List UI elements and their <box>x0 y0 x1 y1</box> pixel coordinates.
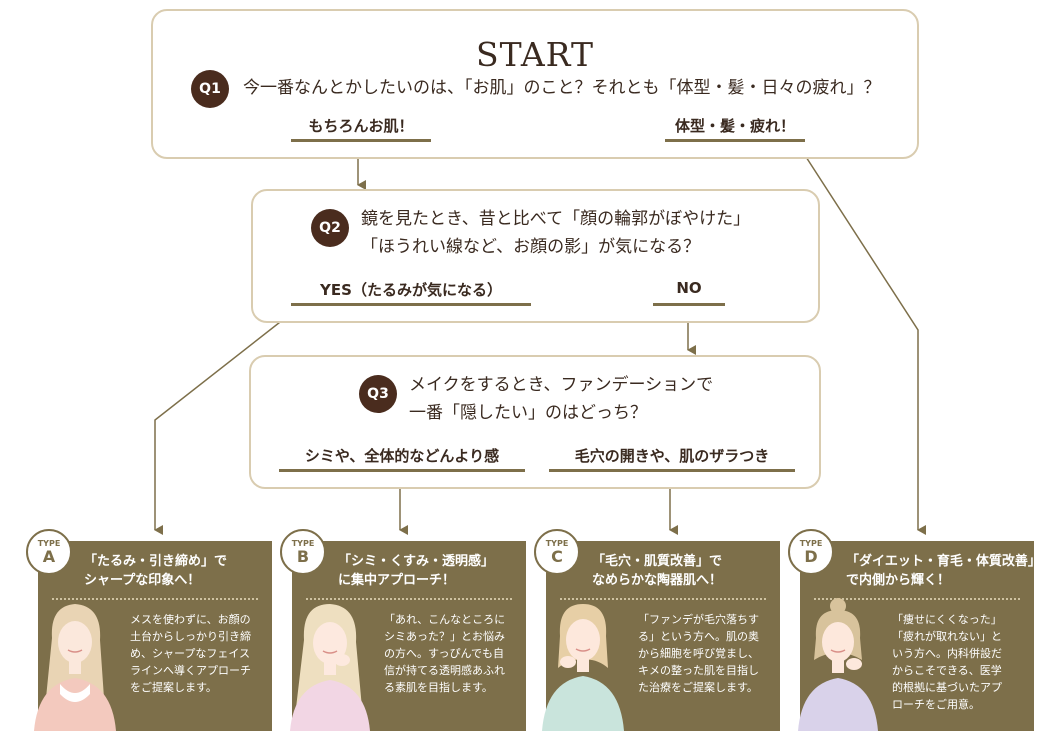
q1-answer-body: 体型・髪・疲れ！ <box>674 117 795 135</box>
type-c-divider <box>560 598 766 600</box>
type-c-heading: 「毛穴・肌質改善」で なめらかな陶器肌へ！ <box>592 552 722 590</box>
q2-box: Q2 鏡を見たとき、昔と比べて「顔の輪郭がぼやけた」 「ほうれい線など、お顔の影… <box>251 189 820 323</box>
arrow-q2-to-type-a <box>154 307 299 535</box>
type-a-description: メスを使わずに、お顔の 土台からしっかり引き締 め、シャープなフェイス ラインへ… <box>130 613 251 694</box>
type-b-badge-letter: B <box>296 547 310 566</box>
type-a-heading-line1: 「たるみ・引き締め」で <box>84 554 228 569</box>
q1-question: 今一番なんとかしたいのは、「お肌」のこと？それとも「体型・髪・日々の疲れ」？ <box>243 78 881 98</box>
q2-question-line2: 「ほうれい線など、お顔の影」が気になる？ <box>361 237 701 257</box>
q3-answer-pores-underline <box>549 469 795 472</box>
q1-answer-skin-underline <box>291 139 431 142</box>
type-b-woman-illustration <box>290 604 370 731</box>
type-d-divider <box>814 598 1020 600</box>
type-a-badge: TYPE A <box>26 529 72 575</box>
q1-answer-skin: もちろんお肌！ <box>308 117 414 135</box>
type-a-heading-line2: シャープな印象へ！ <box>84 573 201 588</box>
type-c-badge: TYPE C <box>534 529 580 575</box>
q2-answer-no-underline <box>653 303 725 306</box>
type-d-woman-illustration <box>798 598 878 731</box>
type-b-description: 「あれ、こんなところに シミあった？」とお悩み の方へ。すっぴんでも自 信が持て… <box>384 613 506 694</box>
q3-answer-spots: シミや、全体的などんより感 <box>304 447 500 465</box>
q2-answer-no: NO <box>676 279 702 297</box>
arrow-q1-to-type-d <box>796 142 926 535</box>
q3-question-line2: 一番「隠したい」のはどっち？ <box>409 403 647 423</box>
type-c-badge-label: TYPE <box>545 539 569 548</box>
type-c-heading-line2: なめらかな陶器肌へ！ <box>592 573 723 588</box>
type-d-description: 「痩せにくくなった」 「疲れが取れない」と いう方へ。内科併設だ からこそできる… <box>892 613 1002 711</box>
q3-answer-spots-underline <box>279 469 525 472</box>
q1-answer-body-underline <box>665 139 805 142</box>
type-b-divider <box>306 598 512 600</box>
type-b-badge: TYPE B <box>280 529 326 575</box>
q1-badge: Q1 <box>191 70 229 108</box>
q2-answer-yes: YES（たるみが気になる） <box>320 281 502 299</box>
start-box: START Q1 今一番なんとかしたいのは、「お肌」のこと？それとも「体型・髪・… <box>151 9 919 159</box>
type-b-heading-line1: 「シミ・くすみ・透明感」 <box>338 554 495 569</box>
type-b-badge-label: TYPE <box>291 539 315 548</box>
type-a-heading: 「たるみ・引き締め」で シャープな印象へ！ <box>84 552 227 590</box>
q2-question-line1: 鏡を見たとき、昔と比べて「顔の輪郭がぼやけた」 <box>361 209 751 229</box>
type-a-divider <box>52 598 258 600</box>
type-c-woman-illustration <box>542 604 624 731</box>
start-title: START <box>476 35 594 74</box>
type-d-badge: TYPE D <box>788 529 834 575</box>
type-d-heading-line2: で内側から輝く！ <box>846 573 951 588</box>
type-a-badge-label: TYPE <box>37 539 61 548</box>
type-b-heading-line2: に集中アプローチ！ <box>338 573 456 588</box>
type-d-heading: 「ダイエット・育毛・体質改善」 で内側から輝く！ <box>846 552 1041 590</box>
type-b-heading: 「シミ・くすみ・透明感」 に集中アプローチ！ <box>338 552 494 590</box>
q2-badge: Q2 <box>311 209 349 247</box>
type-c-heading-line1: 「毛穴・肌質改善」で <box>592 554 723 569</box>
q3-box: Q3 メイクをするとき、ファンデーションで 一番「隠したい」のはどっち？ シミや… <box>249 355 821 489</box>
q3-answer-pores: 毛穴の開きや、肌のザラつき <box>574 447 770 465</box>
q3-badge: Q3 <box>359 375 397 413</box>
type-c-description: 「ファンデが毛穴落ちす る」という方へ。肌の奥 から細胞を呼び覚まし、 キメの整… <box>638 613 759 694</box>
type-a-woman-illustration <box>34 604 116 731</box>
q2-answer-yes-underline <box>291 303 531 306</box>
type-d-badge-letter: D <box>804 547 818 566</box>
type-a-badge-letter: A <box>42 547 56 566</box>
type-c-badge-letter: C <box>551 547 563 566</box>
type-d-badge-label: TYPE <box>799 539 823 548</box>
type-d-heading-line1: 「ダイエット・育毛・体質改善」 <box>846 554 1041 569</box>
q3-question-line1: メイクをするとき、ファンデーションで <box>409 375 714 395</box>
